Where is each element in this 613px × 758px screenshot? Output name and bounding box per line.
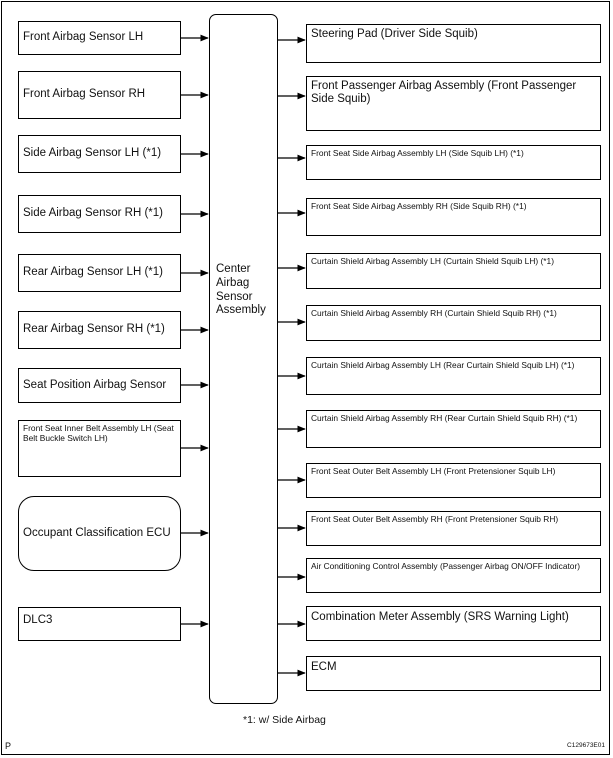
output-ecm: ECM xyxy=(306,656,601,691)
input-dlc3: DLC3 xyxy=(18,607,181,641)
output-label: Curtain Shield Airbag Assembly RH (Rear … xyxy=(311,413,578,423)
center-label: Center Airbag Sensor Assembly xyxy=(216,263,266,317)
output-rear-curtain-shield-lh: Curtain Shield Airbag Assembly LH (Rear … xyxy=(306,357,601,395)
output-front-seat-side-airbag-rh: Front Seat Side Airbag Assembly RH (Side… xyxy=(306,198,601,236)
input-rear-airbag-sensor-lh: Rear Airbag Sensor LH (*1) xyxy=(18,254,181,292)
output-label: ECM xyxy=(311,661,337,673)
figure-code: C129673E01 xyxy=(567,742,605,749)
output-label: Curtain Shield Airbag Assembly RH (Curta… xyxy=(311,308,557,318)
output-label: Front Seat Side Airbag Assembly LH (Side… xyxy=(311,148,524,158)
output-front-pretensioner-rh: Front Seat Outer Belt Assembly RH (Front… xyxy=(306,511,601,546)
input-label: Side Airbag Sensor LH (*1) xyxy=(23,147,162,160)
page-mark: P xyxy=(5,741,12,751)
output-steering-pad: Steering Pad (Driver Side Squib) xyxy=(306,24,601,63)
output-label: Combination Meter Assembly (SRS Warning … xyxy=(311,611,569,623)
input-label: DLC3 xyxy=(23,614,53,626)
input-front-airbag-sensor-rh: Front Airbag Sensor RH xyxy=(18,71,181,119)
input-label: Occupant Classification ECU xyxy=(23,526,171,539)
output-label: Air Conditioning Control Assembly (Passe… xyxy=(311,561,581,571)
output-label: Curtain Shield Airbag Assembly LH (Curta… xyxy=(311,256,554,266)
input-occupant-classification-ecu: Occupant Classification ECU xyxy=(18,496,181,571)
input-front-airbag-sensor-lh: Front Airbag Sensor LH xyxy=(18,21,181,55)
input-front-seat-inner-belt-lh: Front Seat Inner Belt Assembly LH (Seat … xyxy=(18,420,181,477)
output-combination-meter: Combination Meter Assembly (SRS Warning … xyxy=(306,606,601,641)
input-rear-airbag-sensor-rh: Rear Airbag Sensor RH (*1) xyxy=(18,311,181,349)
output-label: Front Seat Side Airbag Assembly RH (Side… xyxy=(311,201,527,211)
output-label: Front Seat Outer Belt Assembly RH (Front… xyxy=(311,514,559,524)
output-label: Steering Pad (Driver Side Squib) xyxy=(311,28,478,40)
input-side-airbag-sensor-lh: Side Airbag Sensor LH (*1) xyxy=(18,135,181,173)
output-curtain-shield-rh: Curtain Shield Airbag Assembly RH (Curta… xyxy=(306,305,601,341)
input-label: Seat Position Airbag Sensor xyxy=(23,378,167,391)
input-label: Front Airbag Sensor RH xyxy=(23,88,146,101)
input-label: Front Seat Inner Belt Assembly LH (Seat … xyxy=(23,423,174,443)
output-rear-curtain-shield-rh: Curtain Shield Airbag Assembly RH (Rear … xyxy=(306,410,601,448)
input-seat-position-airbag-sensor: Seat Position Airbag Sensor xyxy=(18,368,181,403)
output-front-pretensioner-lh: Front Seat Outer Belt Assembly LH (Front… xyxy=(306,463,601,498)
center-airbag-sensor-assembly: Center Airbag Sensor Assembly xyxy=(209,14,278,704)
input-side-airbag-sensor-rh: Side Airbag Sensor RH (*1) xyxy=(18,195,181,233)
output-label: Front Seat Outer Belt Assembly LH (Front… xyxy=(311,466,556,476)
output-curtain-shield-lh: Curtain Shield Airbag Assembly LH (Curta… xyxy=(306,253,601,289)
output-label: Front Passenger Airbag Assembly (Front P… xyxy=(311,80,577,106)
output-air-conditioning-control: Air Conditioning Control Assembly (Passe… xyxy=(306,558,601,593)
footnote: *1: w/ Side Airbag xyxy=(243,714,326,726)
input-label: Rear Airbag Sensor LH (*1) xyxy=(23,266,163,279)
output-front-seat-side-airbag-lh: Front Seat Side Airbag Assembly LH (Side… xyxy=(306,145,601,180)
output-front-passenger-airbag: Front Passenger Airbag Assembly (Front P… xyxy=(306,76,601,131)
output-label: Curtain Shield Airbag Assembly LH (Rear … xyxy=(311,360,575,370)
input-label: Rear Airbag Sensor RH (*1) xyxy=(23,323,165,336)
input-label: Front Airbag Sensor LH xyxy=(23,31,144,44)
input-label: Side Airbag Sensor RH (*1) xyxy=(23,207,163,220)
